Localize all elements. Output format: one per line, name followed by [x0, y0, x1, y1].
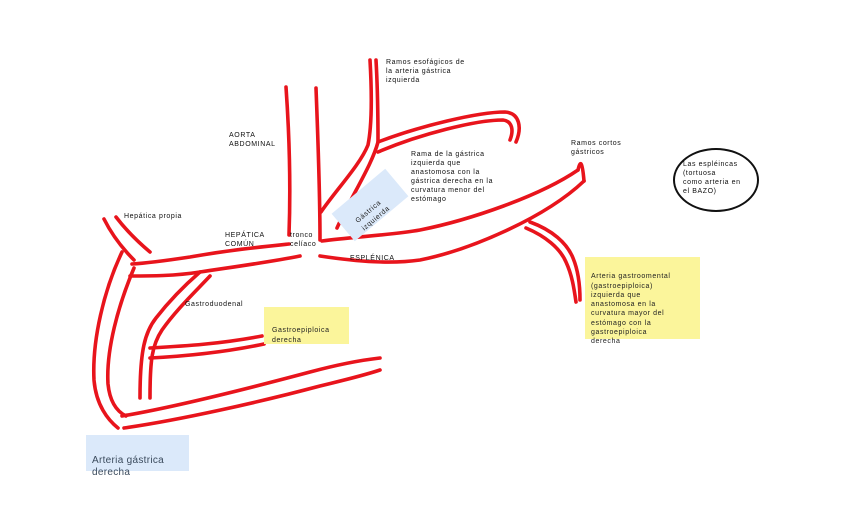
greater-curve-upper [122, 358, 380, 416]
label-short-gastric: Ramos cortos gástricos [571, 139, 621, 157]
aorta-left-wall [286, 87, 290, 235]
hepatic-lower [130, 256, 300, 276]
label-celiac-trunk: tronco celíaco [290, 231, 316, 249]
aorta-right-wall [316, 88, 320, 240]
splenic-note-text: Las espléincas (tortuosa como arteria en… [683, 160, 741, 196]
greater-curve-lower [124, 370, 380, 428]
right-gastric-outer [94, 252, 122, 428]
label-left-gastric-branch: Rama de la gástrica izquierda que anasto… [411, 150, 493, 204]
label-esophageal-branches: Ramos esofágicos de la arteria gástrica … [386, 58, 465, 85]
note-left-gastroepiploic-text: Arteria gastroomental (gastroepiploica) … [591, 273, 671, 345]
label-splenic: ESPLÉNICA [350, 254, 395, 263]
label-proper-hepatic: Hepática propia [124, 212, 182, 221]
proper-hepatic-a [104, 219, 134, 260]
note-right-gastric-artery: Arteria gástrica derecha [86, 435, 189, 471]
gastroepiploic-left-a [526, 228, 576, 302]
short-gastric [578, 164, 584, 181]
note-right-gastroepiploic: Gastroepiploica derecha [264, 307, 349, 344]
label-gastroduodenal: Gastroduodenal [185, 300, 243, 309]
right-gastric-inner [108, 268, 134, 416]
note-left-gastroepiploic: Arteria gastroomental (gastroepiploica) … [585, 257, 700, 339]
label-abdominal-aorta: AORTA ABDOMINAL [229, 131, 276, 149]
note-right-gastroepiploic-text: Gastroepiploica derecha [272, 327, 330, 343]
label-common-hepatic: HEPÁTICA COMÚN [225, 231, 265, 249]
gastroduodenal-b [150, 276, 210, 398]
